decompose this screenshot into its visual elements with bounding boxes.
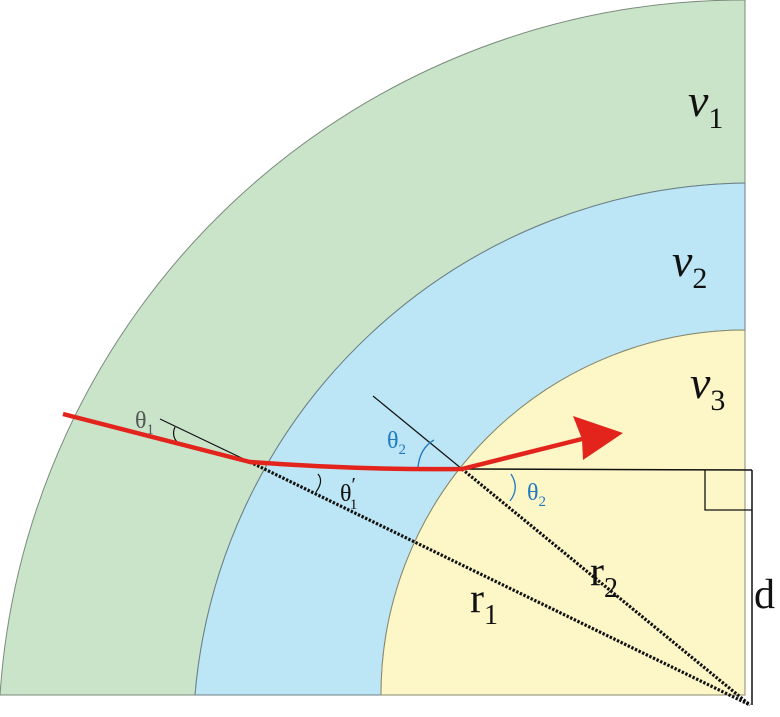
layer-3-band <box>380 329 746 696</box>
ray-arrowhead <box>573 416 623 460</box>
theta1-prime-label: θ′1 <box>340 474 357 513</box>
normal-line-interface-1 <box>159 418 251 463</box>
layer-3-label: v3 <box>690 357 725 417</box>
radius-r2-line <box>460 467 752 707</box>
r1-label: r1 <box>470 576 498 631</box>
theta1-prime-arc <box>315 473 322 493</box>
ray-path <box>62 411 583 472</box>
d-label: d <box>754 572 775 618</box>
theta1-label: θ1 <box>135 408 154 438</box>
theta2-lower-arc <box>509 473 516 502</box>
normal-line-interface-2 <box>372 395 463 470</box>
layer-2-label: v2 <box>672 235 707 295</box>
theta2-upper-label: θ2 <box>387 428 406 458</box>
r2-label: r2 <box>590 549 618 604</box>
radius-r1-line <box>249 460 751 707</box>
theta2-lower-label: θ2 <box>527 480 546 510</box>
theta2-upper-arc <box>417 439 435 468</box>
layer-1-label: v1 <box>688 75 723 135</box>
horizontal-reference-line <box>461 468 753 471</box>
right-angle-marker <box>704 470 752 511</box>
